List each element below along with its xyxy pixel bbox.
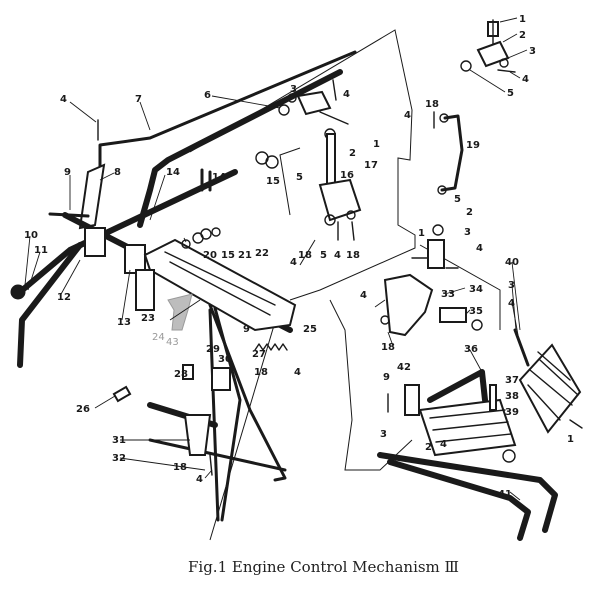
callout-43: 43 [166,337,179,348]
ghost-part-24-43 [167,293,193,331]
right-clevis-assembly [411,224,459,269]
return-spring [182,343,288,391]
callout-2: 2 [425,442,432,453]
callout-37: 37 [505,375,519,386]
callout-18: 18 [425,99,439,110]
callout-15: 15 [266,176,280,187]
callout-12: 12 [57,292,71,303]
callout-3: 3 [290,84,297,95]
callout-4: 4 [404,110,411,121]
ribbed-accelerator-plate [135,238,297,332]
lower-pedal-arm [112,385,218,476]
callout-4: 4 [508,298,515,309]
figure-caption: Fig.1 Engine Control Mechanism Ⅲ [188,558,459,576]
lower-long-rod-41 [377,452,558,541]
washer-stack [181,151,279,249]
long-control-rods [98,50,357,228]
callout-13: 13 [117,317,131,328]
callout-28: 28 [174,369,188,380]
callout-27: 27 [252,349,266,360]
callout-14: 14 [212,172,226,183]
callout-4: 4 [360,290,367,301]
callout-5: 5 [454,194,461,205]
foot-pedal-42 [387,369,517,463]
callout-5: 5 [320,250,327,261]
callout-4: 4 [290,257,297,268]
upper-center-clevis [287,79,349,140]
callout-5: 5 [296,172,303,183]
callout-8: 8 [114,167,121,178]
callout-11: 11 [34,245,48,256]
callout-4: 4 [476,243,483,254]
callout-3: 3 [529,46,536,57]
callout-39: 39 [505,407,519,418]
callout-19: 19 [466,140,480,151]
callout-18: 18 [381,342,395,353]
callout-18: 18 [254,367,268,378]
callout-32: 32 [112,453,126,464]
callout-9: 9 [64,167,71,178]
callout-4: 4 [196,474,203,485]
callout-21: 21 [238,250,252,261]
brake-pedal-pad [513,328,583,434]
callout-9: 9 [243,324,250,335]
center-bracket-assembly [318,133,362,241]
callout-3: 3 [508,280,515,291]
callout-2: 2 [466,207,473,218]
upper-right-clevis-assembly [460,19,516,73]
callout-41: 41 [498,489,512,500]
callout-15: 15 [221,250,235,261]
callout-20: 20 [203,250,217,261]
bolts-14 [200,168,212,192]
callout-1: 1 [418,228,425,239]
callout-2: 2 [519,30,526,41]
callout-5: 5 [507,88,514,99]
callout-4: 4 [60,94,67,105]
callout-36: 36 [464,344,478,355]
callout-3: 3 [464,227,471,238]
callout-2: 2 [349,148,356,159]
callout-31: 31 [112,435,126,446]
callout-leader-lines [24,17,528,501]
callout-26: 26 [76,404,90,415]
callout-35: 35 [469,306,483,317]
callout-25: 25 [303,324,317,335]
callout-38: 38 [505,391,519,402]
callout-9: 9 [383,372,390,383]
callout-1: 1 [373,139,380,150]
callout-23: 23 [141,313,155,324]
callout-4: 4 [440,439,447,450]
callout-18: 18 [173,462,187,473]
callout-18: 18 [346,250,360,261]
callout-4: 4 [334,250,341,261]
callout-3: 3 [380,429,387,440]
pedal-support-frame [148,303,287,522]
callout-40: 40 [505,257,519,268]
callout-34: 34 [469,284,483,295]
callout-18: 18 [298,250,312,261]
callout-30: 30 [218,354,232,365]
callout-24: 24 [152,332,165,343]
callout-7: 7 [135,94,142,105]
callout-16: 16 [340,170,354,181]
callout-33: 33 [441,289,455,300]
vertical-link-rod [433,111,464,195]
pedal-bracket-33 [380,273,483,337]
callout-1: 1 [567,434,574,445]
callout-17: 17 [364,160,378,171]
callout-4: 4 [294,367,301,378]
callout-22: 22 [255,248,269,259]
callout-4: 4 [522,74,529,85]
callout-labels: 1 2 3 4 5 4 7 6 3 4 1 2 5 4 18 19 16 17 … [24,14,574,500]
callout-6: 6 [204,90,211,101]
callout-1: 1 [519,14,526,25]
callout-4: 4 [343,89,350,100]
left-pivot-arm [48,119,106,230]
callout-14: 14 [166,167,180,178]
callout-10: 10 [24,230,38,241]
callout-29: 29 [206,344,220,355]
callout-42: 42 [397,362,411,373]
